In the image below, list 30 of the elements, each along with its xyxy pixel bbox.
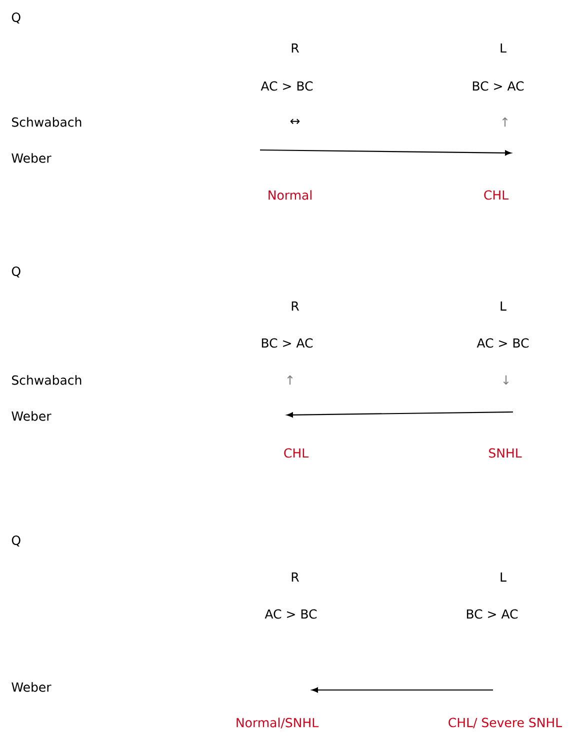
test-label: Schwabach	[12, 117, 82, 127]
test-label: Schwabach	[12, 375, 82, 385]
symbol: ↑	[287, 375, 293, 385]
letter: Q	[12, 536, 20, 546]
diagnosis-text: Normal/SNHL	[236, 718, 318, 728]
comparison-text: AC > BC	[476, 338, 529, 348]
comparison-text: BC > AC	[472, 81, 524, 91]
column-label: L	[500, 572, 506, 582]
diagnosis-text: Normal	[268, 190, 312, 200]
letter: Q	[12, 266, 20, 278]
column-label: L	[500, 43, 506, 53]
diagnosis-text: SNHL	[489, 448, 522, 458]
column-label: R	[292, 301, 299, 311]
comparison-text: AC > BC	[260, 81, 313, 91]
symbol: ↔	[290, 118, 300, 124]
symbol: ↓	[503, 375, 509, 385]
diagnosis-text: CHL	[284, 448, 308, 458]
test-label: Weber	[12, 411, 52, 421]
test-label: Weber	[12, 153, 52, 163]
letter: Q	[12, 12, 20, 24]
comparison-text: BC > AC	[262, 338, 313, 348]
symbol: ↑	[502, 117, 508, 127]
column-label: R	[292, 572, 299, 582]
diagnosis-text: CHL/ Severe SNHL	[448, 718, 562, 728]
comparison-text: AC > BC	[264, 609, 317, 619]
column-label: R	[292, 43, 299, 53]
comparison-text: BC > AC	[466, 609, 518, 619]
diagnosis-text: CHL	[484, 190, 508, 200]
column-label: L	[500, 301, 506, 311]
test-label: Weber	[12, 682, 52, 692]
